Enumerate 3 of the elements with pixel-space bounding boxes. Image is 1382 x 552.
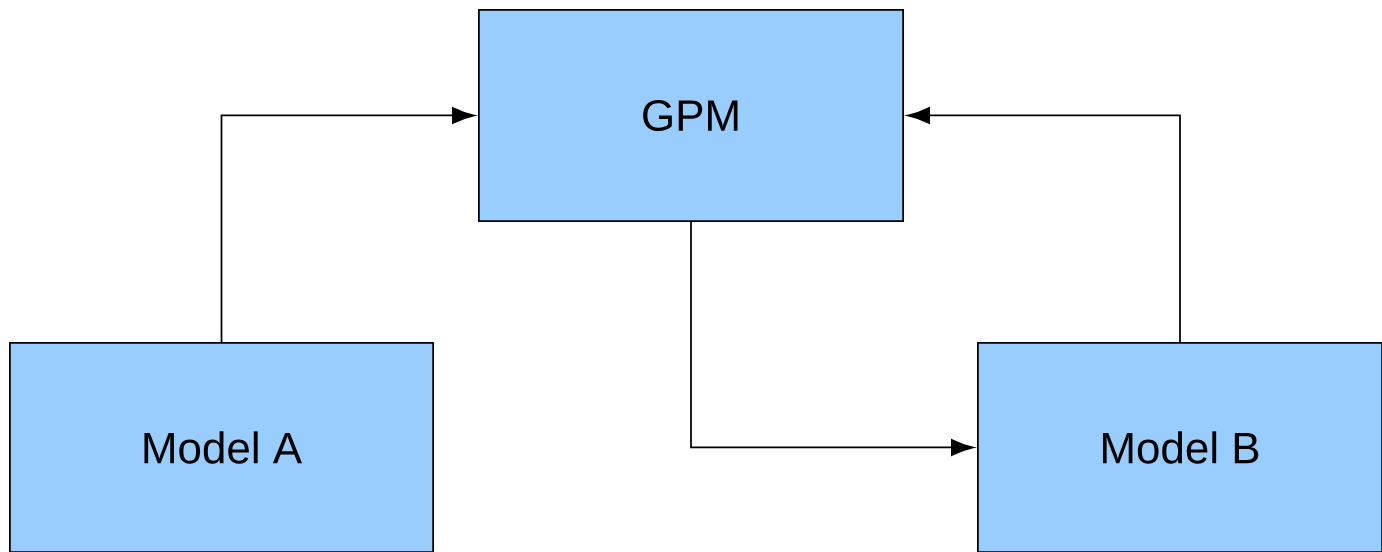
process-box: GPM [478, 9, 904, 222]
process-box: Model A [9, 342, 434, 552]
process-box: Model B [977, 342, 1382, 552]
